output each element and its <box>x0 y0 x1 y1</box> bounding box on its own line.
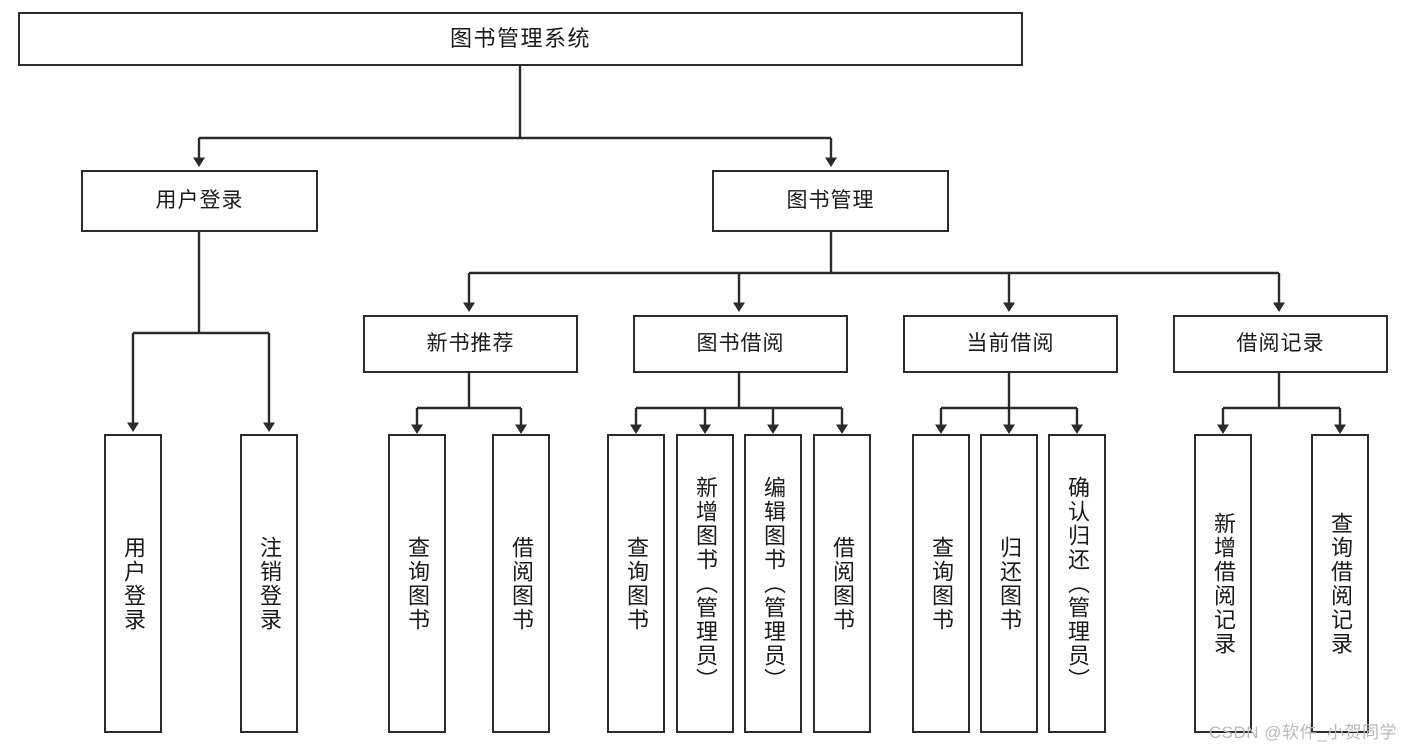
leaf-borrow-book[interactable]: 借阅图书 <box>813 434 871 733</box>
node-book-management[interactable]: 图书管理 <box>712 170 949 232</box>
leaf-query-book-recommend[interactable]: 查询图书 <box>388 434 446 733</box>
leaf-edit-book-admin-label: 编辑图书（管理员） <box>760 475 786 692</box>
leaf-logout[interactable]: 注销登录 <box>240 434 298 733</box>
leaf-query-book-recommend-label: 查询图书 <box>404 535 430 632</box>
node-new-book-recommend[interactable]: 新书推荐 <box>363 315 578 373</box>
leaf-logout-label: 注销登录 <box>256 535 282 632</box>
leaf-return-book[interactable]: 归还图书 <box>980 434 1038 733</box>
node-user-login-label: 用户登录 <box>155 188 244 212</box>
leaf-add-book-admin[interactable]: 新增图书（管理员） <box>676 434 734 733</box>
leaf-add-book-admin-label: 新增图书（管理员） <box>692 475 718 692</box>
node-current-borrow[interactable]: 当前借阅 <box>903 315 1118 373</box>
leaf-borrow-book-recommend[interactable]: 借阅图书 <box>492 434 550 733</box>
leaf-confirm-return-admin-label: 确认归还（管理员） <box>1064 475 1090 692</box>
node-borrow-records-label: 借阅记录 <box>1236 331 1325 355</box>
node-book-borrow-label: 图书借阅 <box>696 331 785 355</box>
leaf-borrow-book-recommend-label: 借阅图书 <box>508 535 534 632</box>
leaf-query-book-borrow-label: 查询图书 <box>623 535 649 632</box>
node-borrow-records[interactable]: 借阅记录 <box>1173 315 1388 373</box>
leaf-add-borrow-record[interactable]: 新增借阅记录 <box>1194 434 1252 733</box>
leaf-user-login-label: 用户登录 <box>120 535 146 632</box>
leaf-query-book-borrow[interactable]: 查询图书 <box>607 434 665 733</box>
leaf-user-login[interactable]: 用户登录 <box>104 434 162 733</box>
leaf-query-book-current[interactable]: 查询图书 <box>912 434 970 733</box>
leaf-return-book-label: 归还图书 <box>996 535 1022 632</box>
node-book-management-label: 图书管理 <box>786 188 875 212</box>
watermark: CSDN @软件_小贺同学 <box>1208 723 1397 742</box>
leaf-borrow-book-label: 借阅图书 <box>829 535 855 632</box>
leaf-add-borrow-record-label: 新增借阅记录 <box>1210 511 1236 656</box>
node-root[interactable]: 图书管理系统 <box>18 12 1023 66</box>
leaf-edit-book-admin[interactable]: 编辑图书（管理员） <box>744 434 802 733</box>
leaf-query-book-current-label: 查询图书 <box>928 535 954 632</box>
leaf-confirm-return-admin[interactable]: 确认归还（管理员） <box>1048 434 1106 733</box>
node-book-borrow[interactable]: 图书借阅 <box>633 315 848 373</box>
node-new-book-recommend-label: 新书推荐 <box>426 331 515 355</box>
node-current-borrow-label: 当前借阅 <box>966 331 1055 355</box>
leaf-query-borrow-record-label: 查询借阅记录 <box>1327 511 1353 656</box>
leaf-query-borrow-record[interactable]: 查询借阅记录 <box>1311 434 1369 733</box>
node-root-label: 图书管理系统 <box>449 26 591 52</box>
node-user-login[interactable]: 用户登录 <box>81 170 318 232</box>
